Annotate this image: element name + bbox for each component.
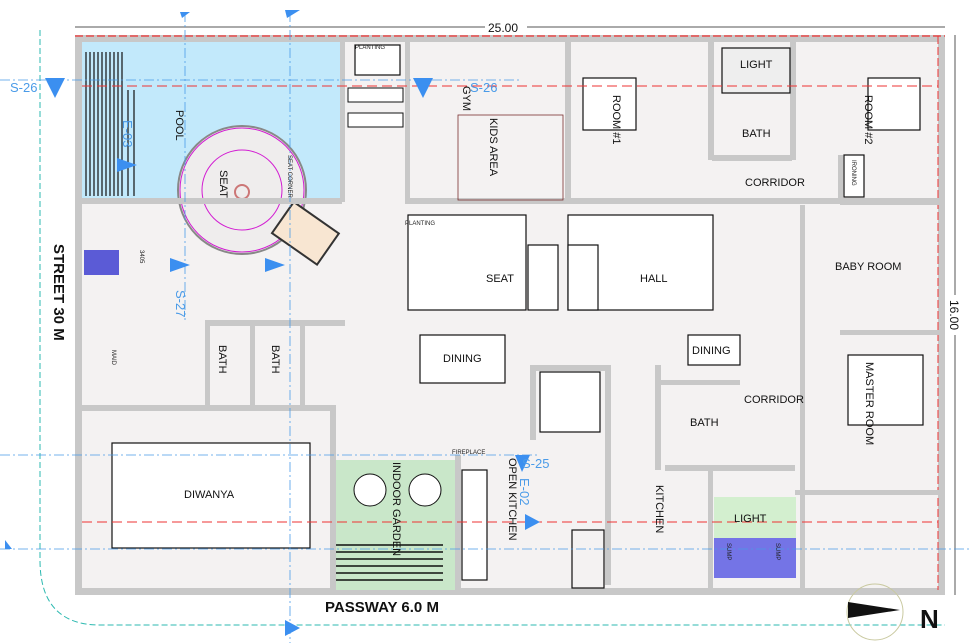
pool-steps [85, 52, 135, 196]
light-well [714, 497, 796, 539]
dimension-3405: 3405 [138, 250, 144, 264]
room-label-diwanya: DIWANYA [184, 489, 235, 501]
height-dimension: 16.00 [947, 300, 961, 330]
room-label-bath-right: BATH [690, 417, 719, 429]
room-label-room-1: ROOM #1 [610, 95, 622, 145]
pool-seats [347, 87, 404, 128]
passway-label: PASSWAY 6.0 M [325, 599, 439, 616]
section-mark-s27: S-27 [173, 290, 188, 317]
room-label-indoor-garden: INDOOR GARDEN [390, 462, 402, 556]
section-mark-s26-right: S-26 [470, 80, 497, 95]
svg-text:N: N [920, 604, 939, 634]
sump [714, 538, 796, 578]
street-label: STREET 30 M [50, 244, 67, 341]
room-label-open-kitchen: OPEN KITCHEN [506, 458, 518, 541]
garden-deck [336, 544, 443, 581]
section-mark-e03: E-03 [120, 120, 135, 147]
room-label-bath-left-1: BATH [216, 345, 228, 374]
interior-walls [82, 42, 940, 595]
width-dimension: 25.00 [488, 21, 518, 35]
room-label-kitchen: KITCHEN [653, 485, 665, 533]
round-seat [177, 125, 307, 255]
section-mark-s25: S-25 [522, 456, 549, 471]
label-fireplace: FIREPLACE [452, 450, 485, 456]
lounger [270, 200, 341, 267]
room-label-maid: MAID [110, 350, 116, 366]
section-lines [0, 12, 971, 643]
kids-area-grid [457, 114, 564, 201]
furniture [111, 44, 924, 589]
room-label-corridor-top: CORRIDOR [745, 177, 805, 189]
room-label-seat-round: SEAT [217, 170, 229, 198]
room-label-room-2: ROOM #2 [862, 95, 874, 145]
room-label-gym: GYM [460, 86, 472, 111]
room-label-light-bottom: LIGHT [734, 513, 767, 525]
room-label-seat: SEAT [486, 273, 514, 285]
room-label-bath-left-2: BATH [269, 345, 281, 374]
room-label-bath-top: BATH [742, 128, 771, 140]
section-mark-s26-left: S-26 [10, 80, 37, 95]
label-planting-2: PLANTING [405, 221, 435, 227]
room-label-hall: HALL [640, 273, 668, 285]
room-label-master-room: MASTER ROOM [863, 362, 875, 445]
label-planting-1: PLANTING [355, 45, 385, 51]
room-label-baby-room: BABY ROOM [835, 261, 901, 273]
north-arrow-icon: N [846, 583, 939, 641]
room-label-light-top: LIGHT [740, 59, 773, 71]
site-boundary [39, 30, 945, 626]
room-label-pool: POOL [173, 110, 185, 141]
room-label-seat-corner: SEAT CORNER [286, 155, 292, 198]
room-label-dining-center: DINING [443, 353, 482, 365]
room-label-kids-area: KIDS AREA [487, 118, 499, 177]
room-label-corridor-bottom: CORRIDOR [744, 394, 804, 406]
room-label-ironing: IRONING [850, 160, 856, 186]
room-label-sump-1: SUMP [725, 543, 731, 560]
section-markers [5, 10, 540, 636]
room-label-sump-2: SUMP [774, 543, 780, 560]
room-label-dining-right: DINING [692, 345, 731, 357]
section-mark-e02: E-02 [517, 478, 532, 505]
maid-sump [84, 250, 119, 275]
